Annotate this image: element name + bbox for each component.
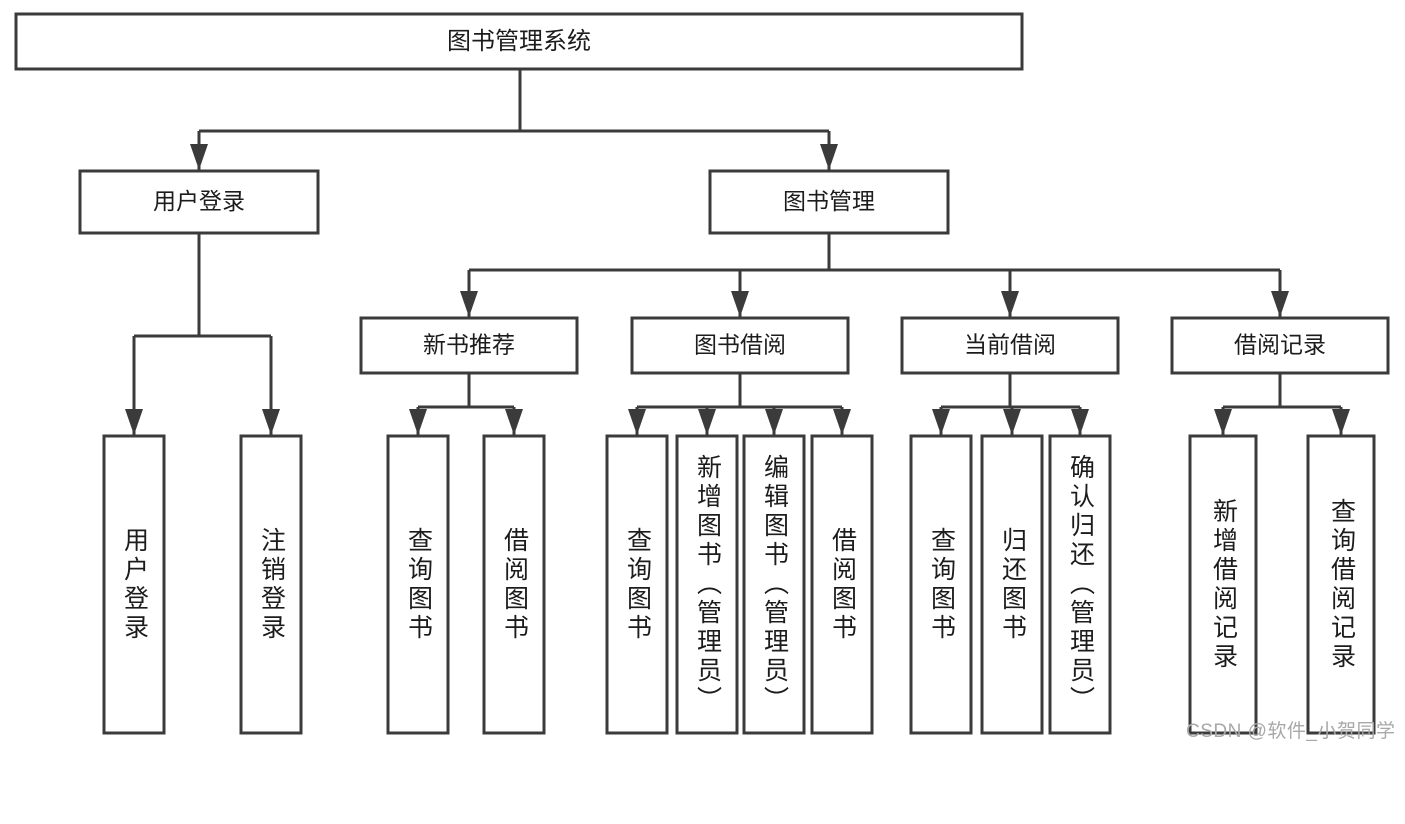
node-box-leaf-borrow-book-2[interactable] xyxy=(810,434,874,735)
node-box-borrow-records[interactable] xyxy=(1170,316,1390,375)
arrow-head-icon xyxy=(460,291,478,317)
node-label-new-book-recommend: 新书推荐 xyxy=(423,332,515,358)
arrow-head-icon xyxy=(262,409,280,435)
node-box-leaf-borrow-book-1[interactable] xyxy=(482,434,546,735)
arrow-head-icon xyxy=(628,409,646,435)
node-label-borrow-records: 借阅记录 xyxy=(1234,332,1326,358)
arrow-head-icon xyxy=(1001,291,1019,317)
node-box-leaf-user-logout[interactable] xyxy=(239,434,303,735)
node-box-leaf-confirm-return[interactable] xyxy=(1048,434,1112,735)
node-box-root[interactable] xyxy=(14,12,1024,71)
node-box-book-borrow[interactable] xyxy=(630,316,850,375)
arrow-head-icon xyxy=(932,409,950,435)
connectors-layer xyxy=(125,69,1350,435)
node-label-root: 图书管理系统 xyxy=(447,28,591,55)
node-label-user-login: 用户登录 xyxy=(153,188,245,214)
node-box-new-book-recommend[interactable] xyxy=(359,316,579,375)
arrow-head-icon xyxy=(833,409,851,435)
csdn-watermark: CSDN @软件_小贺同学 xyxy=(1186,721,1396,742)
node-box-leaf-user-login[interactable] xyxy=(102,434,166,735)
node-box-leaf-query-borrow-record[interactable] xyxy=(1306,434,1376,735)
arrow-head-icon xyxy=(1003,409,1021,435)
arrow-head-icon xyxy=(505,409,523,435)
arrow-head-icon xyxy=(1214,409,1232,435)
node-box-current-borrow[interactable] xyxy=(900,316,1120,375)
arrow-head-icon xyxy=(1332,409,1350,435)
node-box-leaf-edit-book[interactable] xyxy=(742,434,806,735)
arrow-head-icon xyxy=(125,409,143,435)
diagram-canvas: 图书管理系统用户登录图书管理新书推荐图书借阅当前借阅借阅记录 用户登录注销登录查… xyxy=(14,12,1396,742)
arrow-head-icon xyxy=(1271,291,1289,317)
node-box-user-login[interactable] xyxy=(78,169,320,235)
node-box-leaf-return-book[interactable] xyxy=(980,434,1044,735)
node-label-book-borrow: 图书借阅 xyxy=(694,332,786,358)
arrow-head-icon xyxy=(1071,409,1089,435)
node-label-current-borrow: 当前借阅 xyxy=(964,332,1056,358)
arrow-head-icon xyxy=(731,291,749,317)
arrow-head-icon xyxy=(409,409,427,435)
node-label-book-management: 图书管理 xyxy=(783,188,875,214)
boxes-layer xyxy=(14,12,1390,735)
arrow-head-icon xyxy=(765,409,783,435)
arrow-head-icon xyxy=(698,409,716,435)
node-box-leaf-add-borrow-record[interactable] xyxy=(1188,434,1258,735)
node-box-leaf-query-book-3[interactable] xyxy=(909,434,973,735)
node-box-book-management[interactable] xyxy=(708,169,950,235)
arrow-head-icon xyxy=(190,144,208,170)
node-box-leaf-add-book[interactable] xyxy=(675,434,739,735)
node-box-leaf-query-book-1[interactable] xyxy=(386,434,450,735)
arrow-head-icon xyxy=(820,144,838,170)
node-box-leaf-query-book-2[interactable] xyxy=(605,434,669,735)
